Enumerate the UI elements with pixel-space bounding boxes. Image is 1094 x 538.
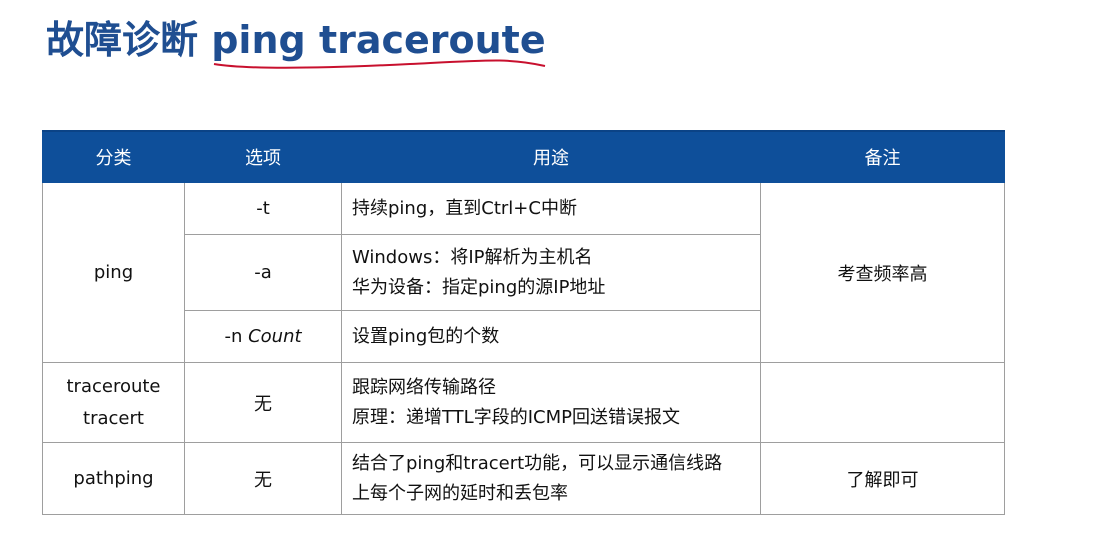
table-row: -n Count 设置ping包的个数 <box>43 310 1005 363</box>
category-traceroute: traceroute tracert <box>42 362 185 443</box>
option-none: 无 <box>184 442 342 515</box>
option-none: 无 <box>184 362 342 443</box>
category-pathping: pathping <box>42 442 185 515</box>
note-empty <box>760 362 1005 443</box>
note-just-know: 了解即可 <box>760 442 1005 515</box>
usage-line: 持续ping，直到Ctrl+C中断 <box>352 197 577 219</box>
usage-line: 原理：递增TTL字段的ICMP回送错误报文 <box>352 406 680 428</box>
diagnostic-table: 分类 选项 用途 备注 ping -t 持续ping，直到Ctrl+C中断 考查… <box>42 130 1005 515</box>
table-row: -a Windows：将IP解析为主机名 华为设备：指定ping的源IP地址 <box>43 234 1005 311</box>
table-row: traceroute tracert 无 跟踪网络传输路径 原理：递增TTL字段… <box>42 362 1005 443</box>
category-ping: ping <box>42 182 185 363</box>
header-note: 备注 <box>760 130 1005 183</box>
header-option: 选项 <box>184 130 342 183</box>
category-line: traceroute <box>66 375 161 397</box>
header-usage: 用途 <box>341 130 761 183</box>
category-line: tracert <box>83 407 144 429</box>
usage-cell: 跟踪网络传输路径 原理：递增TTL字段的ICMP回送错误报文 <box>341 362 761 443</box>
usage-line: 结合了ping和tracert功能，可以显示通信线路 <box>352 452 723 474</box>
option-a: -a <box>184 234 342 311</box>
option-n-prefix: -n <box>224 326 249 347</box>
usage-line: Windows：将IP解析为主机名 <box>352 246 593 268</box>
usage-line: 跟踪网络传输路径 <box>352 376 496 398</box>
table-row: ping -t 持续ping，直到Ctrl+C中断 考查频率高 <box>42 182 1005 363</box>
usage-cell: 持续ping，直到Ctrl+C中断 <box>341 182 761 235</box>
usage-line: 华为设备：指定ping的源IP地址 <box>352 276 606 298</box>
usage-cell: 设置ping包的个数 <box>341 310 761 363</box>
usage-cell: 结合了ping和tracert功能，可以显示通信线路 上每个子网的延时和丢包率 <box>341 442 761 515</box>
option-n-count: -n Count <box>184 310 342 363</box>
header-category: 分类 <box>42 130 185 183</box>
option-t: -t <box>184 182 342 235</box>
table-row: pathping 无 结合了ping和tracert功能，可以显示通信线路 上每… <box>42 442 1005 515</box>
usage-line: 上每个子网的延时和丢包率 <box>352 482 568 504</box>
page-title: 故障诊断 ping traceroute <box>46 18 546 62</box>
title-underline <box>213 59 546 69</box>
usage-cell: Windows：将IP解析为主机名 华为设备：指定ping的源IP地址 <box>341 234 761 311</box>
option-n-argument: Count <box>248 326 302 347</box>
note-high-frequency: 考查频率高 <box>760 182 1005 363</box>
usage-line: 设置ping包的个数 <box>352 325 500 347</box>
table-header-row: 分类 选项 用途 备注 <box>42 130 1005 183</box>
